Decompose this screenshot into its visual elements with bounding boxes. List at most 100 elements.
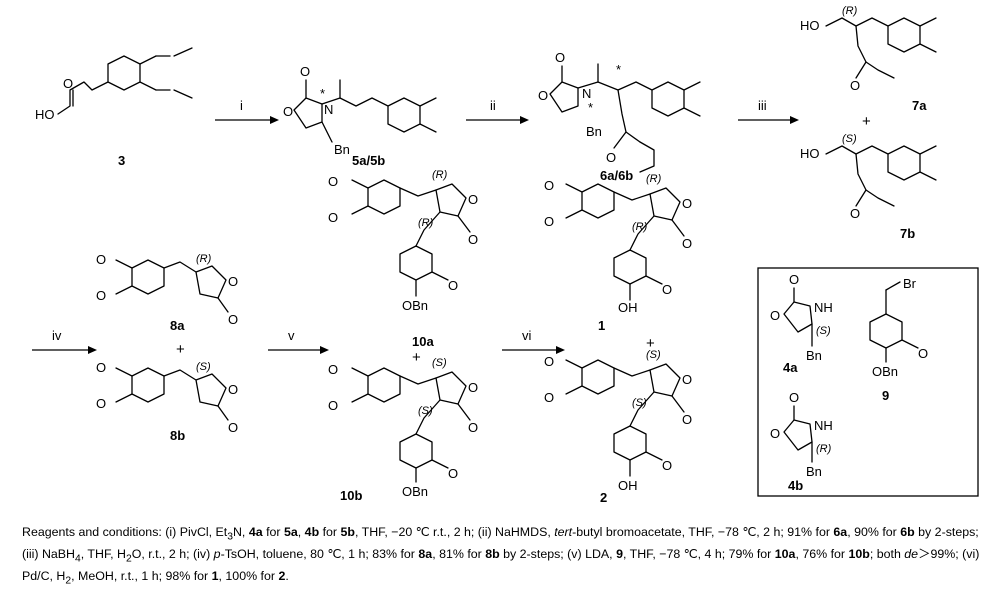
caption-segment: 6b [900,525,915,539]
caption-segment: by 2-steps; (iii) NaBH [22,525,979,561]
compound-4b-structure: O O NH (R) Bn [770,390,833,479]
caption-segment: , [297,525,305,539]
stereo-descriptor-s: (S) [632,397,647,409]
compound-5-structure: O O N * Bn [283,64,437,157]
compound-label-10b: 10b [340,488,362,503]
methoxy-oxygen: O [544,390,554,405]
ester-oxygen: O [850,206,860,221]
caption-segment: 2 [278,568,286,583]
methoxy-oxygen: O [662,282,672,297]
carbonyl-oxygen: O [789,272,799,287]
caption-segment: 5b [340,525,355,539]
stereo-descriptor-r: (R) [816,443,832,455]
stereo-descriptor-s: (S) [816,325,831,337]
carbonyl-oxygen: O [789,390,799,405]
methoxy-oxygen: O [96,252,106,267]
caption-segment: , THF, −78 ℃, 4 h; 79% for [622,546,775,561]
carbonyl-oxygen: O [468,420,478,435]
compound-10a-structure: O O (R) (R) O O O OBn [328,169,478,313]
stereo-descriptor-s: (S) [842,133,857,145]
caption-segment: -TsOH, toluene, 80 ℃, 1 h; 83% for [220,546,419,561]
stereocenter-star: * [588,100,593,115]
caption-segment: , 100% for [218,568,279,583]
bromine-atom: Br [903,276,917,291]
plus-sign: + [862,113,871,130]
methoxy-oxygen: O [918,346,928,361]
oxazolidinone-oxygen: O [300,64,310,79]
stereo-descriptor-s: (S) [418,405,433,417]
compound-10b-structure: O O (S) (S) O O O OBn [328,357,478,499]
lactone-oxygen: O [468,192,478,207]
stereo-descriptor-s: (S) [196,361,211,373]
methoxy-oxygen: O [544,178,554,193]
compound-label-5a-5b: 5a/5b [352,153,385,168]
hydroxyl-atom: HO [35,107,55,122]
benzyloxy-group: OBn [402,484,428,499]
stereocenter-star: * [616,62,621,77]
caption-segment: for [319,525,341,539]
caption-segment: 4a [248,525,263,539]
caption-segment: , 90% for [847,525,901,539]
reagent-inset-box [757,267,979,497]
caption-segment: 1 [211,568,219,583]
compound-6-structure: O O N * * Bn O [538,50,701,173]
ring-oxygen: O [538,88,548,103]
compound-8a-structure: O O (R) O O [96,252,238,327]
caption-segment: ＞99%; (vi) Pd/C, H [22,546,980,583]
compound-label-2: 2 [600,490,607,505]
compound-label-7a: 7a [912,98,927,113]
lactone-oxygen: O [228,382,238,397]
caption-segment: N, [232,525,249,539]
lactone-oxygen: O [228,274,238,289]
lactone-oxygen: O [682,372,692,387]
arrow-label-vi: vi [522,328,532,343]
stereocenter-star: * [320,86,325,101]
caption-segment: by 2-steps; (v) LDA, [499,546,617,561]
carbonyl-oxygen: O [682,412,692,427]
caption-segment: 6a [833,525,848,539]
ring-oxygen: O [770,426,780,441]
caption-segment: 9 [616,546,623,561]
compound-label-8a: 8a [170,318,185,333]
lactone-oxygen: O [468,380,478,395]
compound-9-structure: Br O OBn [869,276,928,379]
compound-8b-structure: O O (S) O O [96,360,238,435]
caption-segment: 4 [75,553,81,565]
caption-segment: 2 [65,575,72,587]
stereo-descriptor-r: (R) [432,169,448,181]
methoxy-oxygen: O [448,466,458,481]
reaction-conditions-caption: Reagents and conditions: (i) PivCl, Et3N… [22,524,987,590]
compound-label-9: 9 [882,388,889,403]
carbonyl-oxygen: O [468,232,478,247]
caption-segment: p [213,546,221,561]
caption-segment: . [285,568,289,583]
compound-3-structure: HO O [35,47,193,122]
methoxy-oxygen: O [544,214,554,229]
caption-segment: , 76% for [795,546,849,561]
reaction-scheme: HO O 3 i O O N * Bn 5a/5b ii O [32,5,979,505]
stereo-descriptor-s: (S) [432,357,447,369]
benzyl-group: Bn [334,142,350,157]
amine-nh: NH [814,418,833,433]
caption-segment: , THF, H [80,546,126,561]
hydroxyl-atom: HO [800,146,820,161]
compound-label-8b: 8b [170,428,185,443]
methoxy-oxygen: O [96,360,106,375]
caption-segment: 10b [848,546,870,561]
plus-sign: + [176,341,185,358]
amine-nh: NH [814,300,833,315]
compound-7a-structure: HO (R) O [800,5,937,93]
hydroxyl-atom: HO [800,18,820,33]
methoxy-oxygen: O [96,288,106,303]
phenol-hydroxyl: OH [618,478,638,493]
compound-label-10a: 10a [412,334,434,349]
methoxy-oxygen: O [96,396,106,411]
ester-oxygen: O [850,78,860,93]
caption-segment: O, r.t., 2 h; (iv) [131,546,214,561]
benzyl-group: Bn [586,124,602,139]
compound-label-3: 3 [118,153,125,168]
ester-oxygen: O [606,150,616,165]
stereo-descriptor-r: (R) [632,221,648,233]
carbonyl-oxygen: O [682,236,692,251]
methoxy-oxygen: O [544,354,554,369]
